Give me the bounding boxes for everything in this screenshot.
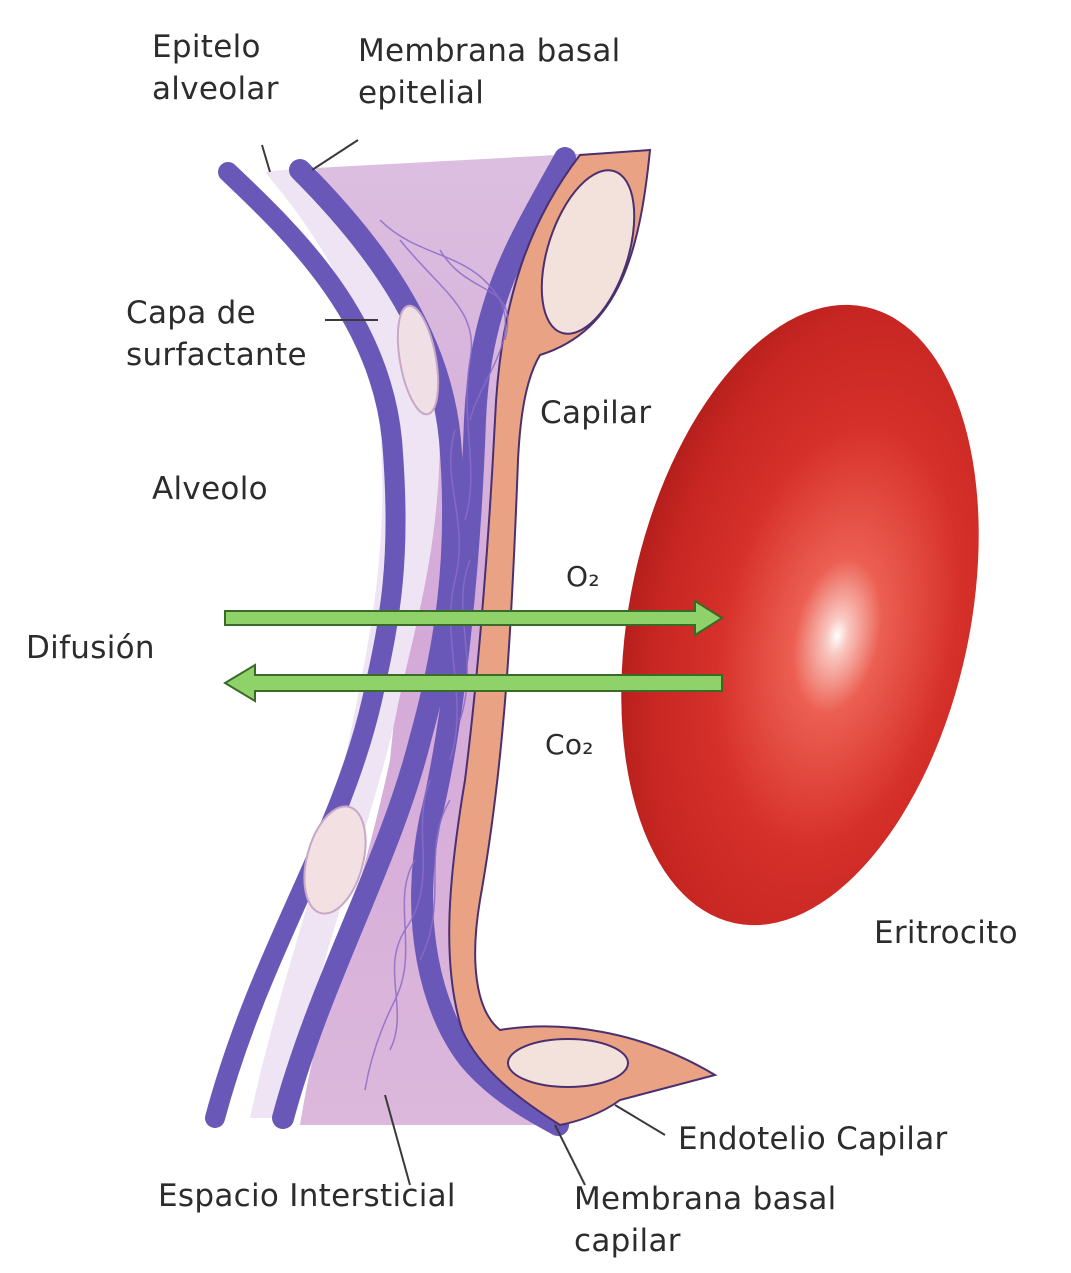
label-capa-surfactante: Capa de surfactante [126,292,307,376]
label-co2: Co₂ [545,724,594,766]
label-difusion: Difusión [26,627,155,669]
label-capa-surfactante-line1: Capa de [126,292,307,334]
label-capa-surfactante-line2: surfactante [126,334,307,376]
label-epitelo-alveolar-line2: alveolar [152,68,279,110]
label-membrana-basal-epitelial-line2: epitelial [358,72,621,114]
label-epitelo-alveolar-line1: Epitelo [152,26,279,68]
label-epitelo-alveolar: Epitelo alveolar [152,26,279,110]
label-capilar: Capilar [540,392,651,434]
label-espacio-intersticial: Espacio Intersticial [158,1175,456,1217]
label-membrana-basal-capilar-line1: Membrana basal [574,1178,837,1220]
label-membrana-basal-epitelial-line1: Membrana basal [358,30,621,72]
endothelial-nucleus-bottom [508,1039,628,1087]
label-alveolo: Alveolo [152,468,268,510]
label-o2: O₂ [566,556,600,598]
label-eritrocito: Eritrocito [874,912,1018,954]
label-membrana-basal-epitelial: Membrana basal epitelial [358,30,621,114]
label-membrana-basal-capilar: Membrana basal capilar [574,1178,837,1262]
label-membrana-basal-capilar-line2: capilar [574,1220,837,1262]
label-endotelio-capilar: Endotelio Capilar [678,1118,948,1160]
